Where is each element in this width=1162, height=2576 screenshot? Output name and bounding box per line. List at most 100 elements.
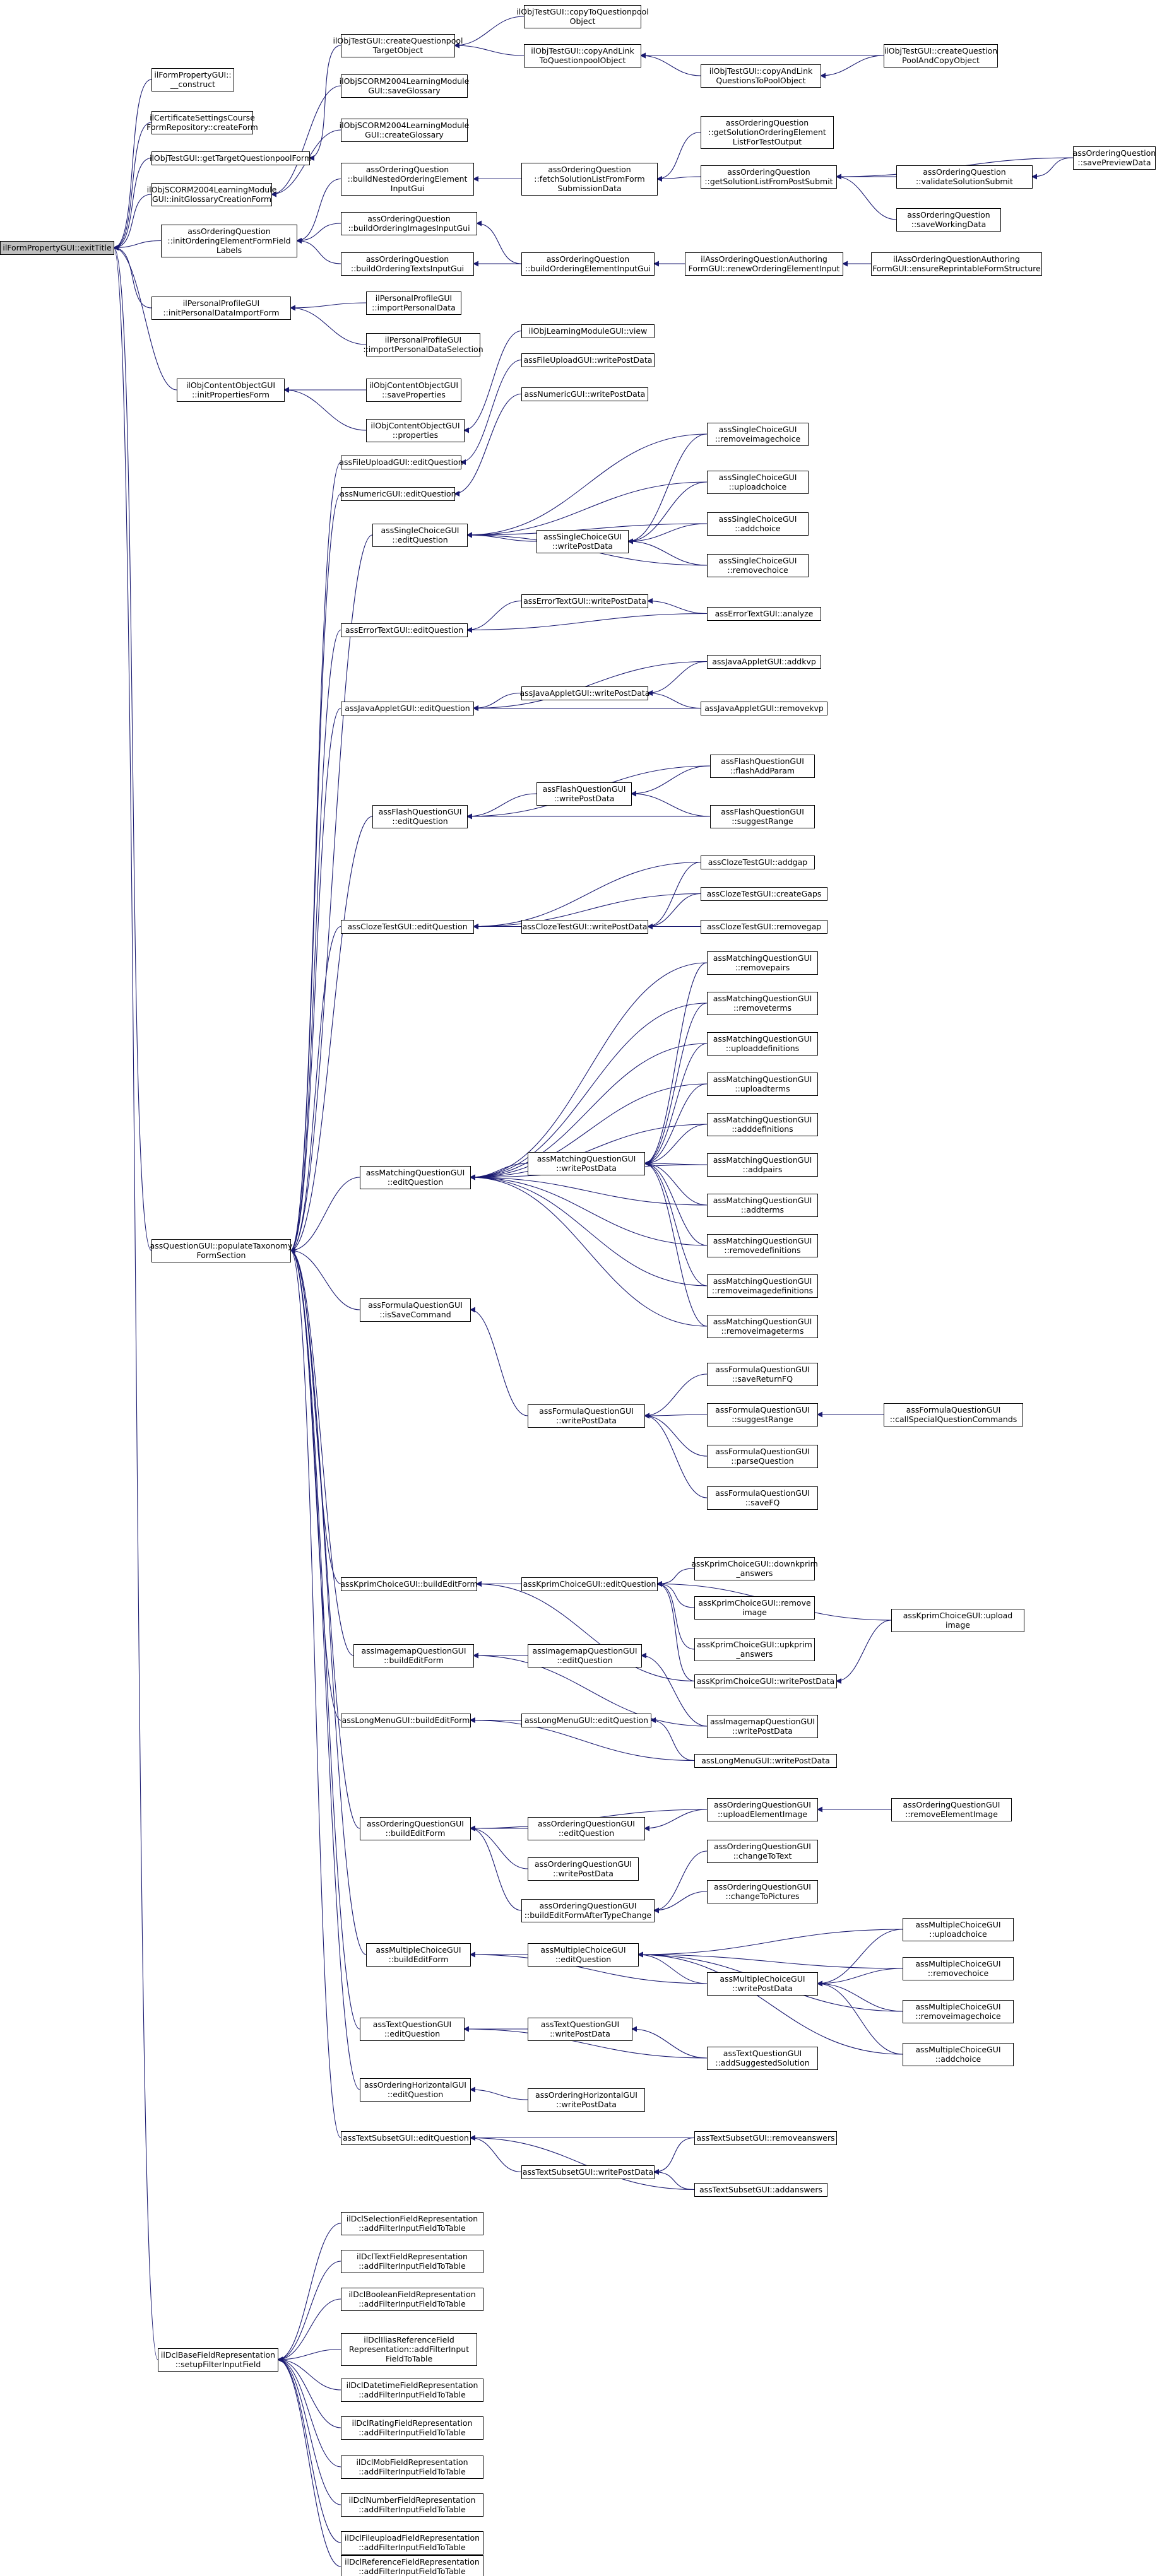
- graph-node-jaremove[interactable]: assJavaAppletGUI::removekvp: [701, 702, 827, 715]
- graph-node-ohedit[interactable]: assOrderingHorizontalGUI::editQuestion: [360, 2078, 471, 2102]
- graph-node-fuedit[interactable]: assFileUploadGUI::editQuestion: [339, 456, 463, 469]
- graph-node-gettarget[interactable]: ilObjTestGUI::getTargetQuestionpoolForm: [150, 151, 312, 165]
- graph-node-imwrite[interactable]: assImagemapQuestionGUI::writePostData: [707, 1715, 818, 1738]
- graph-node-oqupload[interactable]: assOrderingQuestionGUI::uploadElementIma…: [707, 1798, 818, 1821]
- graph-node-dcl10[interactable]: ilDclReferenceFieldRepresentation::addFi…: [341, 2555, 483, 2576]
- graph-node-ctwrite[interactable]: assClozeTestGUI::writePostData: [521, 920, 648, 934]
- graph-node-ordfetch[interactable]: assOrderingQuestion::fetchSolutionListFr…: [521, 163, 658, 196]
- graph-node-scremimg[interactable]: assSingleChoiceGUI::removeimagechoice: [707, 423, 809, 446]
- graph-node-lmview[interactable]: ilObjLearningModuleGUI::view: [521, 324, 655, 338]
- graph-node-createqpool[interactable]: ilObjTestGUI::createQuestionpoolTargetOb…: [333, 34, 463, 57]
- graph-node-dcl8[interactable]: ilDclNumberFieldRepresentation::addFilte…: [341, 2493, 483, 2517]
- graph-node-ordsavepreview[interactable]: assOrderingQuestion::savePreviewData: [1073, 146, 1156, 170]
- graph-node-fq2[interactable]: assFormulaQuestionGUI::suggestRange: [707, 1403, 818, 1426]
- graph-node-scedit[interactable]: assSingleChoiceGUI::editQuestion: [372, 524, 468, 547]
- graph-node-scorminit[interactable]: ilObjSCORM2004LearningModuleGUI::initGlo…: [147, 183, 277, 206]
- graph-node-numedit[interactable]: assNumericGUI::editQuestion: [340, 487, 456, 501]
- graph-node-ma9[interactable]: assMatchingQuestionGUI::removeimagedefin…: [707, 1274, 818, 1298]
- graph-node-ctremove[interactable]: assClozeTestGUI::removegap: [701, 920, 827, 934]
- graph-node-personalimport[interactable]: ilPersonalProfileGUI::importPersonalData: [366, 291, 461, 315]
- graph-node-fq3[interactable]: assFormulaQuestionGUI::parseQuestion: [707, 1445, 818, 1468]
- graph-node-fqcall[interactable]: assFormulaQuestionGUI::callSpecialQuesti…: [884, 1403, 1023, 1426]
- graph-node-scormcreate[interactable]: ilObjSCORM2004LearningModuleGUI::createG…: [340, 119, 470, 142]
- graph-node-oqedit[interactable]: assOrderingQuestionGUI::editQuestion: [528, 1817, 645, 1840]
- graph-node-jaedit[interactable]: assJavaAppletGUI::editQuestion: [341, 702, 474, 715]
- graph-node-kp3[interactable]: assKprimChoiceGUI::upkprim_answers: [694, 1638, 815, 1661]
- graph-node-mc3[interactable]: assMultipleChoiceGUI::removeimagechoice: [903, 2000, 1014, 2023]
- graph-node-ordimages[interactable]: assOrderingQuestion::buildOrderingImages…: [341, 212, 477, 235]
- graph-node-certform[interactable]: ilCertificateSettingsCourseFormRepositor…: [146, 111, 258, 134]
- graph-node-root[interactable]: ilFormPropertyGUI::exitTitle: [0, 241, 114, 255]
- graph-node-tsedit[interactable]: assTextSubsetGUI::editQuestion: [341, 2131, 471, 2145]
- graph-node-jawrite[interactable]: assJavaAppletGUI::writePostData: [520, 686, 650, 700]
- graph-node-flsuggest[interactable]: assFlashQuestionGUI::suggestRange: [710, 805, 815, 828]
- graph-node-mc2[interactable]: assMultipleChoiceGUI::removechoice: [903, 1957, 1014, 1980]
- graph-node-dcl6[interactable]: ilDclRatingFieldRepresentation::addFilte…: [341, 2416, 483, 2440]
- graph-node-scwrite[interactable]: assSingleChoiceGUI::writePostData: [537, 530, 629, 553]
- graph-node-mcbuild[interactable]: assMultipleChoiceGUI::buildEditForm: [366, 1943, 471, 1967]
- graph-node-flwrite[interactable]: assFlashQuestionGUI::writePostData: [537, 782, 632, 806]
- graph-node-ma2[interactable]: assMatchingQuestionGUI::removeterms: [707, 992, 818, 1015]
- graph-node-ordrenew[interactable]: ilAssOrderingQuestionAuthoringFormGUI::r…: [685, 252, 843, 276]
- graph-node-etanalyze[interactable]: assErrorTextGUI::analyze: [707, 607, 821, 621]
- graph-node-jaadd[interactable]: assJavaAppletGUI::addkvp: [707, 655, 821, 669]
- graph-node-scadd[interactable]: assSingleChoiceGUI::addchoice: [707, 512, 809, 536]
- graph-node-ma3[interactable]: assMatchingQuestionGUI::uploaddefinition…: [707, 1032, 818, 1056]
- graph-node-etedit[interactable]: assErrorTextGUI::editQuestion: [341, 623, 468, 637]
- graph-node-ctaddgap[interactable]: assClozeTestGUI::addgap: [701, 856, 815, 869]
- graph-node-dcl9[interactable]: ilDclFileuploadFieldRepresentation::addF…: [341, 2531, 483, 2555]
- graph-node-lmedit[interactable]: assLongMenuGUI::editQuestion: [521, 1714, 651, 1727]
- graph-node-lmwrite[interactable]: assLongMenuGUI::writePostData: [694, 1754, 837, 1768]
- graph-node-ordsolpost[interactable]: assOrderingQuestion::getSolutionListFrom…: [701, 165, 837, 189]
- graph-node-dcl3[interactable]: ilDclBooleanFieldRepresentation::addFilt…: [341, 2288, 483, 2311]
- graph-node-fqsave[interactable]: assFormulaQuestionGUI::isSaveCommand: [360, 1298, 471, 1322]
- graph-node-dcl1[interactable]: ilDclSelectionFieldRepresentation::addFi…: [341, 2212, 483, 2235]
- graph-node-ordtexts[interactable]: assOrderingQuestion::buildOrderingTextsI…: [341, 252, 474, 276]
- graph-node-construct[interactable]: ilFormPropertyGUI::__construct: [151, 68, 234, 91]
- graph-node-fuwrite[interactable]: assFileUploadGUI::writePostData: [521, 353, 655, 367]
- graph-node-oqremove[interactable]: assOrderingQuestionGUI::removeElementIma…: [891, 1798, 1012, 1821]
- graph-node-scremove[interactable]: assSingleChoiceGUI::removechoice: [707, 554, 809, 577]
- graph-node-ctcreate[interactable]: assClozeTestGUI::createGaps: [701, 887, 827, 901]
- graph-node-ordnested[interactable]: assOrderingQuestion::buildNestedOrdering…: [341, 163, 474, 196]
- graph-node-fq4[interactable]: assFormulaQuestionGUI::saveFQ: [707, 1486, 818, 1510]
- graph-node-dcl5[interactable]: ilDclDatetimeFieldRepresentation::addFil…: [341, 2379, 483, 2402]
- graph-node-ma5[interactable]: assMatchingQuestionGUI::adddefinitions: [707, 1113, 818, 1136]
- graph-node-fladd[interactable]: assFlashQuestionGUI::flashAddParam: [710, 755, 815, 778]
- graph-node-ma4[interactable]: assMatchingQuestionGUI::uploadterms: [707, 1073, 818, 1096]
- graph-node-scupload[interactable]: assSingleChoiceGUI::uploadchoice: [707, 471, 809, 494]
- graph-node-scormsave[interactable]: ilObjSCORM2004LearningModuleGUI::saveGlo…: [340, 74, 470, 98]
- graph-node-kp1[interactable]: assKprimChoiceGUI::downkprim_answers: [691, 1557, 818, 1580]
- graph-node-mawrite[interactable]: assMatchingQuestionGUI::writePostData: [528, 1152, 645, 1175]
- graph-node-copyandlink2[interactable]: ilObjTestGUI::copyAndLinkQuestionsToPool…: [701, 64, 821, 88]
- graph-node-imedit[interactable]: assImagemapQuestionGUI::editQuestion: [528, 1644, 642, 1667]
- graph-node-lmbuild[interactable]: assLongMenuGUI::buildEditForm: [341, 1714, 471, 1727]
- graph-node-oqpic[interactable]: assOrderingQuestionGUI::changeToPictures: [707, 1880, 818, 1903]
- graph-node-createqpoolcopy[interactable]: ilObjTestGUI::createQuestionPoolAndCopyO…: [884, 44, 998, 68]
- graph-node-mc4[interactable]: assMultipleChoiceGUI::addchoice: [903, 2043, 1014, 2066]
- graph-node-mc1[interactable]: assMultipleChoiceGUI::uploadchoice: [903, 1918, 1014, 1941]
- graph-node-ma10[interactable]: assMatchingQuestionGUI::removeimageterms: [707, 1315, 818, 1338]
- graph-node-etwrite[interactable]: assErrorTextGUI::writePostData: [521, 594, 648, 608]
- graph-node-dclbase[interactable]: ilDclBaseFieldRepresentation::setupFilte…: [158, 2348, 278, 2372]
- graph-node-numwrite[interactable]: assNumericGUI::writePostData: [521, 387, 648, 401]
- graph-node-copyandlink[interactable]: ilObjTestGUI::copyAndLinkToQuestionpoolO…: [524, 44, 641, 68]
- graph-node-dcl2[interactable]: ilDclTextFieldRepresentation::addFilterI…: [341, 2250, 483, 2273]
- graph-node-tqwrite[interactable]: assTextQuestionGUI::writePostData: [528, 2018, 632, 2041]
- graph-node-oqafter[interactable]: assOrderingQuestionGUI::buildEditFormAft…: [521, 1899, 655, 1922]
- graph-node-ordensure[interactable]: ilAssOrderingQuestionAuthoringFormGUI::e…: [871, 252, 1042, 276]
- graph-node-mcwrite[interactable]: assMultipleChoiceGUI::writePostData: [707, 1972, 818, 1996]
- graph-node-kpedit[interactable]: assKprimChoiceGUI::editQuestion: [521, 1577, 658, 1591]
- graph-node-mcedit[interactable]: assMultipleChoiceGUI::editQuestion: [528, 1943, 639, 1967]
- graph-node-tqedit[interactable]: assTextQuestionGUI::editQuestion: [360, 2018, 465, 2041]
- graph-node-ma8[interactable]: assMatchingQuestionGUI::removedefinition…: [707, 1234, 818, 1257]
- graph-node-ctedit[interactable]: assClozeTestGUI::editQuestion: [341, 920, 474, 934]
- graph-node-imbuild[interactable]: assImagemapQuestionGUI::buildEditForm: [353, 1644, 474, 1667]
- graph-node-fqwrite[interactable]: assFormulaQuestionGUI::writePostData: [528, 1404, 645, 1428]
- graph-node-ocsave[interactable]: ilObjContentObjectGUI::saveProperties: [366, 379, 461, 402]
- graph-node-oqbuild[interactable]: assOrderingQuestionGUI::buildEditForm: [360, 1817, 471, 1840]
- graph-node-dcl4[interactable]: ilDclIliasReferenceFieldRepresentation::…: [341, 2333, 477, 2366]
- graph-node-ordgetsol[interactable]: assOrderingQuestion::getSolutionOrdering…: [701, 116, 834, 149]
